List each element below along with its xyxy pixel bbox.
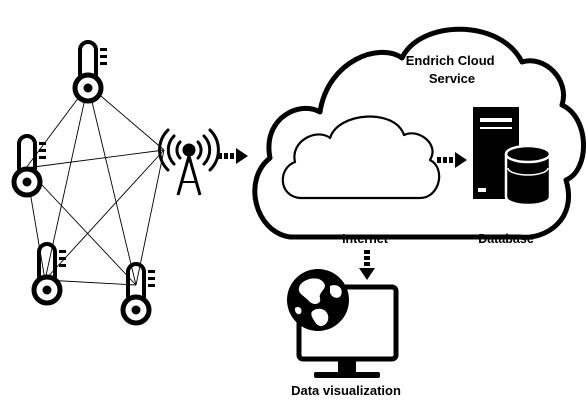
cloud-service-title: Endrich Cloud Service [406,53,498,86]
globe-monitor-icon [287,269,399,378]
cloud-icon [281,115,441,200]
cloud-service-title-line2: Service [429,71,475,86]
data-visualization-label: Data visualization [291,383,401,398]
thermometer-sensor-icon [14,136,46,195]
dashed-arrow-icon [218,148,248,164]
thermometer-sensor-icon [123,264,155,323]
sensor-mesh-links [25,84,165,286]
cloud-service-title-line1: Endrich Cloud [406,53,495,68]
temperature-sensor-bottom-left [34,244,66,303]
internet-label: Internet [342,232,389,246]
temperature-sensor-bottom-right [123,264,155,323]
thermometer-sensor-icon [34,244,66,303]
dashed-arrow-icon [359,250,375,280]
thermometer-sensor-icon [75,42,107,101]
temperature-sensor-top [75,42,107,101]
temperature-sensor-left [14,136,46,195]
radio-tower-icon [158,128,220,196]
database-label: Database [478,232,534,246]
server-database-icon [473,107,552,207]
